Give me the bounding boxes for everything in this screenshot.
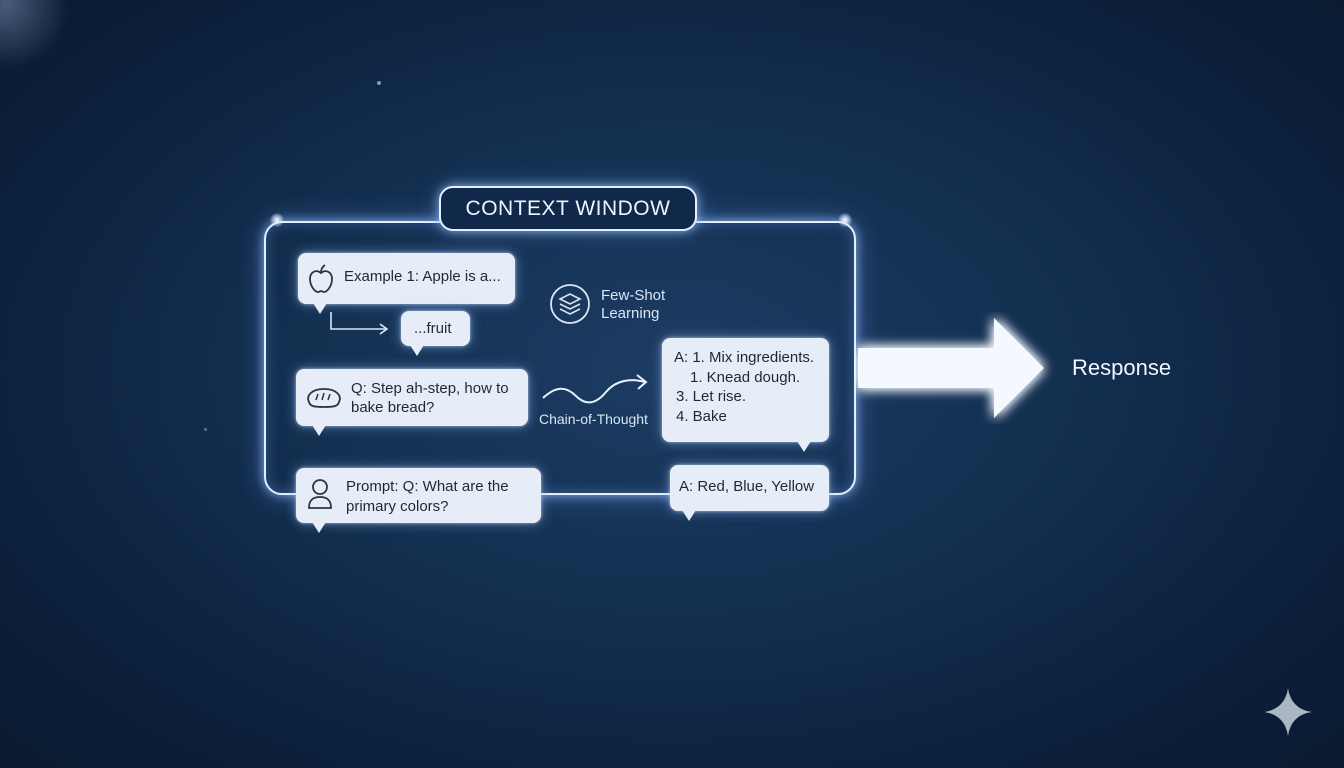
cot-question-line1: Q: Step ah-step, how to — [351, 380, 509, 397]
user-icon — [308, 479, 332, 509]
prompt-line1: Prompt: Q: What are the — [346, 478, 509, 495]
cot-question-bubble: Q: Step ah-step, how to bake bread? — [296, 369, 528, 426]
few-shot-answer-text: ...fruit — [414, 320, 452, 337]
cot-answer-line: A: 1. Mix ingredients. — [674, 349, 815, 366]
context-window-title: CONTEXT WINDOW — [439, 186, 697, 231]
background-star — [204, 428, 207, 431]
few-shot-label-line1: Few-Shot — [601, 287, 666, 304]
sparkle-icon — [1264, 688, 1312, 736]
few-shot-answer-bubble: ...fruit — [401, 311, 470, 346]
few-shot-label-line2: Learning — [601, 305, 660, 322]
stack-icon — [550, 284, 590, 324]
bubble-tail — [313, 303, 327, 314]
connector-arrow — [330, 312, 389, 335]
prompt-bubble: Prompt: Q: What are the primary colors? — [296, 468, 541, 523]
cot-question-line2: bake bread? — [351, 399, 435, 416]
cot-answer-line: 1. Knead dough. — [690, 369, 801, 386]
few-shot-example-bubble: Example 1: Apple is a... — [298, 253, 515, 304]
corner-glow — [0, 0, 70, 70]
few-shot-example-text: Example 1: Apple is a... — [344, 268, 501, 285]
cot-answer-bubble: A: 1. Mix ingredients. 1. Knead dough. 3… — [662, 338, 829, 442]
frame-sparkle — [270, 213, 284, 227]
frame-sparkle — [838, 213, 852, 227]
prompt-answer-text: A: Red, Blue, Yellow — [679, 478, 815, 495]
cot-answer-line: 3. Let rise. — [676, 388, 747, 405]
bubble-tail — [410, 345, 424, 356]
chain-of-thought-label: Chain-of-Thought — [539, 411, 648, 427]
background-star — [377, 81, 381, 85]
prompt-answer-bubble: A: Red, Blue, Yellow — [670, 465, 829, 511]
cot-answer-line: 4. Bake — [676, 408, 727, 425]
bread-icon — [307, 388, 341, 408]
bubble-tail — [312, 425, 326, 436]
few-shot-label: Few-Shot Learning — [601, 287, 665, 323]
response-label: Response — [1072, 355, 1172, 380]
output-arrow — [858, 318, 1044, 418]
bubble-tail — [797, 441, 811, 452]
chain-of-thought-arrow — [542, 374, 648, 404]
prompt-line2: primary colors? — [346, 498, 449, 515]
bubble-tail — [312, 522, 326, 533]
apple-icon — [309, 264, 333, 293]
bubble-tail — [682, 510, 696, 521]
